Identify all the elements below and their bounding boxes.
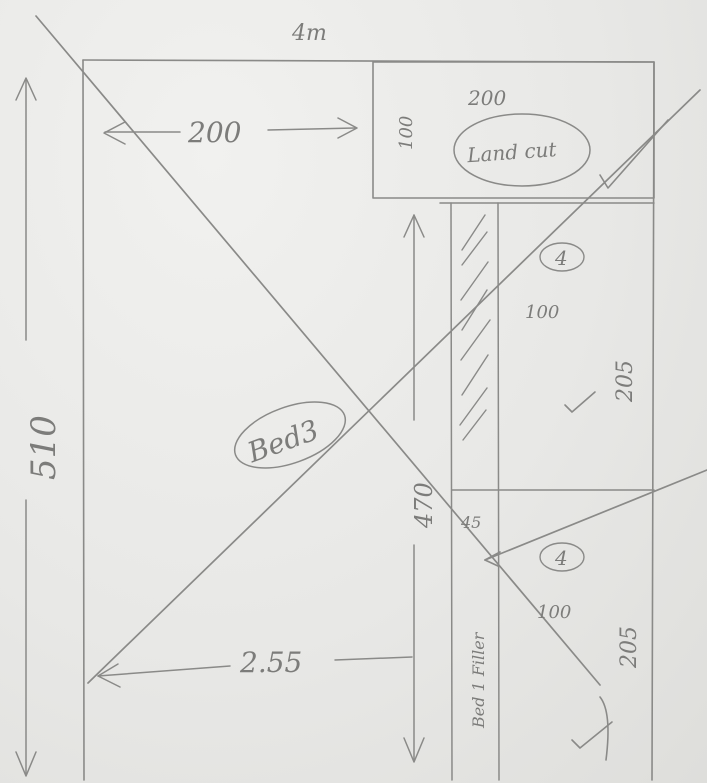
plot-outline [82, 59, 655, 781]
diagonal-two [87, 89, 701, 684]
land-cut-tick [599, 119, 669, 189]
bed3-width-label: 2.55 [239, 646, 302, 679]
upper-bed-number-circle [539, 242, 585, 272]
check-marks [564, 119, 669, 761]
bed-divisions [439, 202, 655, 781]
upper-bed-number-label: 4 [554, 246, 568, 270]
land-cut-height-label: 100 [396, 116, 417, 150]
upper-bed-width-label: 100 [525, 302, 559, 323]
bed3-height-arrow [403, 214, 425, 763]
filler-hatching [459, 214, 491, 441]
land-cut-width-label: 200 [467, 86, 506, 110]
total-height-label: 510 [24, 415, 64, 480]
top-arrow-width-label: 200 [187, 116, 241, 149]
diagonal-lines [35, 15, 707, 686]
upper-bed-tick [564, 391, 596, 413]
diagonal-one [35, 15, 601, 686]
lower-bed-length-label: 205 [617, 626, 642, 669]
filler-width-label: 45 [460, 513, 481, 532]
filler-left-edge [450, 202, 453, 781]
lower-bed-number-label: 4 [554, 546, 568, 570]
land-cut-box [372, 61, 655, 199]
lower-bed-width-label: 100 [537, 602, 571, 623]
land-cut-ellipse [453, 113, 591, 187]
filler-name-label: Bed 1 Filler [469, 631, 488, 729]
lower-bed-tick [571, 721, 613, 749]
bed3-ellipse [233, 401, 347, 469]
height-dimension-arrow [15, 77, 37, 777]
upper-bed-length-label: 205 [613, 360, 638, 403]
land-cut-name-label: Land cut [465, 137, 558, 167]
lower-bed-number-circle [539, 542, 585, 572]
bed3-height-label: 470 [410, 482, 438, 529]
bed3-width-arrow [97, 656, 413, 688]
pointer-line [484, 469, 707, 561]
top-width-label: 4m [291, 21, 327, 46]
filler-right-edge [497, 202, 500, 781]
top-width-arrow [103, 117, 358, 145]
lower-bed-curve [599, 696, 609, 761]
